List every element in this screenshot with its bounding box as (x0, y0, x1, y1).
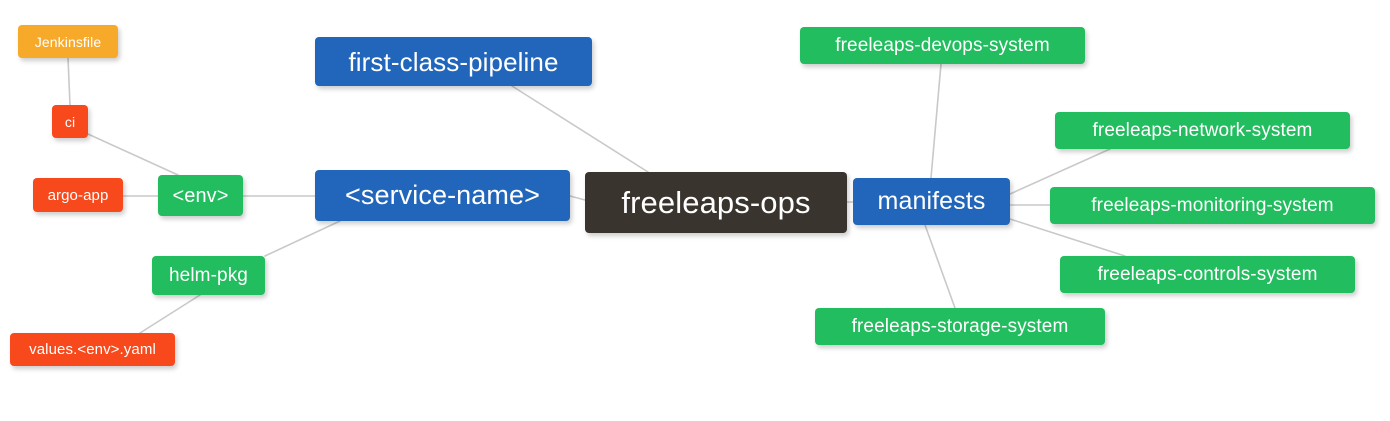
node-label-ci: ci (64, 113, 76, 130)
node-monitoring-system[interactable]: freeleaps-monitoring-system (1050, 187, 1375, 224)
node-label-jenkinsfile: Jenkinsfile (34, 33, 102, 50)
node-label-helm-pkg: helm-pkg (169, 265, 248, 286)
edge-helm-pkg-to-service-name (264, 220, 341, 257)
node-label-storage-system: freeleaps-storage-system (851, 316, 1069, 337)
edge-manifests-to-controls-system (1009, 218, 1126, 257)
edge-jenkinsfile-to-ci (67, 57, 71, 106)
edge-ci-to-env (87, 133, 179, 176)
node-label-service-name: <service-name> (345, 180, 540, 210)
node-devops-system[interactable]: freeleaps-devops-system (800, 27, 1085, 64)
node-label-freeleaps-ops: freeleaps-ops (621, 185, 811, 220)
node-label-controls-system: freeleaps-controls-system (1097, 264, 1318, 285)
node-label-manifests: manifests (877, 187, 986, 215)
edge-first-class-pipeline-to-freeleaps-ops (511, 85, 649, 173)
node-helm-pkg[interactable]: helm-pkg (152, 256, 265, 295)
node-freeleaps-ops[interactable]: freeleaps-ops (585, 172, 847, 233)
node-label-network-system: freeleaps-network-system (1092, 120, 1313, 141)
node-values-yaml[interactable]: values.<env>.yaml (10, 333, 175, 366)
node-jenkinsfile[interactable]: Jenkinsfile (18, 25, 118, 58)
edge-values-yaml-to-helm-pkg (139, 294, 201, 334)
node-label-monitoring-system: freeleaps-monitoring-system (1091, 195, 1334, 216)
node-label-values-yaml: values.<env>.yaml (29, 341, 156, 358)
node-label-argo-app: argo-app (47, 186, 109, 204)
node-ci[interactable]: ci (52, 105, 88, 138)
node-label-env: <env> (172, 184, 229, 207)
edge-service-name-to-freeleaps-ops (569, 195, 586, 201)
node-argo-app[interactable]: argo-app (33, 178, 123, 212)
node-first-class-pipeline[interactable]: first-class-pipeline (315, 37, 592, 86)
node-controls-system[interactable]: freeleaps-controls-system (1060, 256, 1355, 293)
node-label-devops-system: freeleaps-devops-system (835, 35, 1050, 56)
node-network-system[interactable]: freeleaps-network-system (1055, 112, 1350, 149)
edge-manifests-to-devops-system (930, 63, 942, 179)
node-manifests[interactable]: manifests (853, 178, 1010, 225)
node-service-name[interactable]: <service-name> (315, 170, 570, 221)
edge-manifests-to-storage-system (924, 224, 956, 309)
node-label-first-class-pipeline: first-class-pipeline (348, 46, 559, 77)
node-storage-system[interactable]: freeleaps-storage-system (815, 308, 1105, 345)
node-env[interactable]: <env> (158, 175, 243, 216)
